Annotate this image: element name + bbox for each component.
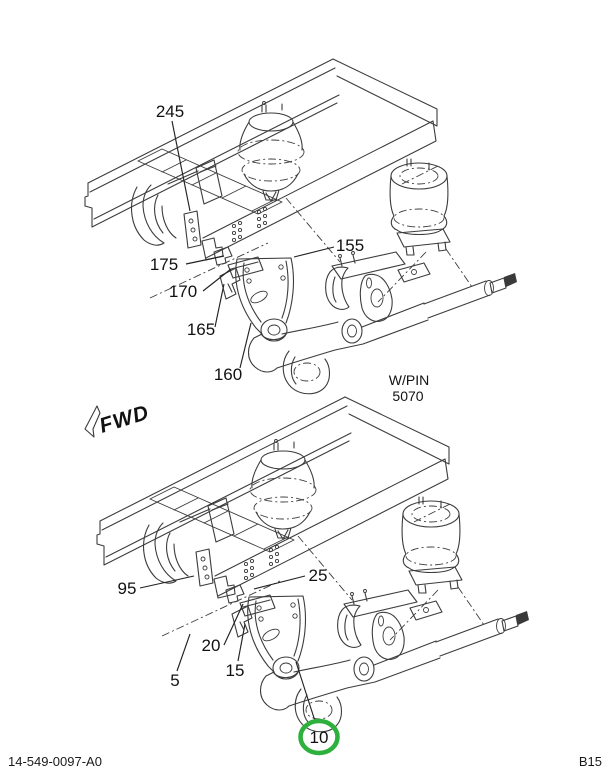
leader-165 <box>214 283 225 328</box>
frame-rail-inner <box>202 120 437 259</box>
hanger-bracket <box>235 257 295 342</box>
phantom-lines <box>149 197 473 303</box>
variant-note: W/PIN 5070 <box>389 372 429 404</box>
callout-20[interactable]: 20 <box>202 636 221 655</box>
notched-flange <box>219 267 241 300</box>
spacer-block <box>227 256 264 279</box>
fwd-arrow-icon <box>84 405 101 438</box>
callout-25[interactable]: 25 <box>309 566 328 585</box>
fwd-label: FWD <box>97 401 152 438</box>
suspension-assembly-lower <box>96 396 530 733</box>
callout-170[interactable]: 170 <box>169 282 197 301</box>
callout-10[interactable]: 10 <box>310 728 329 747</box>
leader-10 <box>295 661 316 722</box>
axle-tube <box>423 273 517 319</box>
callout-15[interactable]: 15 <box>226 661 245 680</box>
leader-155 <box>293 246 335 258</box>
leader-5 <box>176 633 191 672</box>
axle-thread-tip <box>504 273 517 287</box>
document-number: 14-549-0097-A0 <box>8 754 102 769</box>
frame-rail-outer <box>84 58 340 228</box>
page-code: B15 <box>578 754 602 769</box>
leader-20 <box>223 603 244 646</box>
clevis-bracket <box>213 246 233 266</box>
trailing-arm <box>247 302 429 373</box>
brake-drum <box>282 350 331 395</box>
leader-160 <box>239 322 252 369</box>
leader-15 <box>237 623 246 662</box>
fwd-marker: FWD <box>84 401 152 438</box>
leader-95 <box>139 575 195 589</box>
axle-seat-cluster <box>325 251 431 322</box>
air-spring-right <box>389 158 451 256</box>
upper-callouts: 245 175 170 165 160 155 <box>150 102 364 384</box>
page-footer: 14-549-0097-A0 B15 <box>0 754 610 774</box>
variant-note-line1: W/PIN <box>389 372 429 388</box>
callout-175[interactable]: 175 <box>150 255 178 274</box>
air-spring-middle <box>237 101 305 202</box>
variant-note-line2: 5070 <box>392 388 423 404</box>
callout-155[interactable]: 155 <box>336 236 364 255</box>
crossmember-ladder <box>137 148 283 215</box>
callout-245[interactable]: 245 <box>156 102 184 121</box>
callout-160[interactable]: 160 <box>214 365 242 384</box>
highlight-circle <box>298 718 340 756</box>
callout-5[interactable]: 5 <box>170 671 179 690</box>
suspension-assembly <box>84 58 517 395</box>
callout-95[interactable]: 95 <box>118 579 137 598</box>
rail-bolt-holes <box>231 206 268 243</box>
leader-245 <box>171 120 191 212</box>
shock-absorber-left <box>131 159 223 246</box>
callout-165[interactable]: 165 <box>187 320 215 339</box>
leader-25 <box>253 575 306 590</box>
leader-175 <box>185 255 225 265</box>
frame-crossmember-rear <box>332 58 438 127</box>
lower-callouts: 95 25 20 15 5 10 <box>118 566 340 756</box>
leader-170 <box>202 268 232 292</box>
air-spring-right-mount <box>396 228 451 256</box>
